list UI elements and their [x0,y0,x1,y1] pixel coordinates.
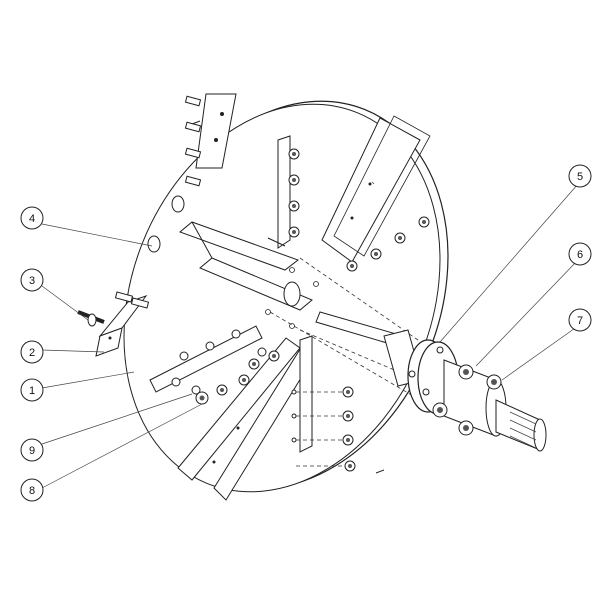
callout-2: 2 [20,340,44,364]
callout-label-7: 7 [577,315,583,327]
callout-label-2: 2 [29,347,35,359]
center-slot [265,267,319,329]
shaft-assembly [383,329,547,452]
knife-bracket-top [171,93,237,213]
blade-upper-right [321,115,431,263]
blade-upper-middle [267,135,291,249]
callout-label-3: 3 [29,275,35,287]
callout-4: 4 [20,206,44,230]
blade-lower-left [149,325,313,501]
callout-1: 1 [20,378,44,402]
hub-nuts [432,364,502,436]
callout-label-5: 5 [577,171,583,183]
knife-bracket-left [95,235,161,357]
callout-label-9: 9 [29,445,35,457]
bolts-upper-right [346,216,430,272]
leader-lines [41,183,579,489]
callout-7: 7 [568,308,592,332]
bolts-lower-left [171,329,280,405]
callout-3: 3 [20,268,44,292]
callout-8: 8 [20,478,44,502]
bolts-upper-middle [288,148,300,238]
bolt-part-3 [77,310,105,327]
callout-label-8: 8 [29,485,35,497]
bolts-lower-right [291,386,356,472]
callout-9: 9 [20,438,44,462]
callout-6: 6 [568,242,592,266]
callout-label-4: 4 [29,213,35,225]
callout-label-1: 1 [29,385,35,397]
callout-5: 5 [568,164,592,188]
callout-label-6: 6 [577,249,583,261]
